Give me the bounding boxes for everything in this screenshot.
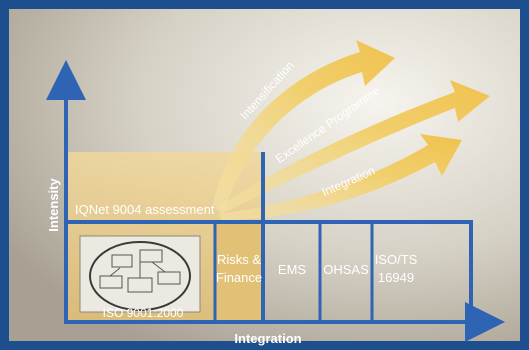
- assessment-label: IQNet 9004 assessment: [75, 202, 215, 217]
- arrow-intensification: [213, 40, 395, 210]
- box-ohsas-label: OHSAS: [323, 262, 369, 277]
- box-risks-line1: Risks &: [217, 252, 261, 267]
- box-isots-line1: ISO/TS: [375, 252, 418, 267]
- iso9001-label: ISO 9001:2000: [103, 306, 184, 320]
- box-ems-label: EMS: [278, 262, 307, 277]
- x-axis-label: Integration: [234, 331, 301, 346]
- standards-frame: [64, 220, 473, 324]
- box-isots-line2: 16949: [378, 270, 414, 285]
- box-risks-line2: Finance: [216, 270, 262, 285]
- y-axis-label: Intensity: [46, 178, 61, 232]
- arrow-excellence-programme: [216, 80, 490, 214]
- risks-finance-fill: [215, 222, 263, 322]
- iso9001-illustration: [79, 235, 201, 313]
- arrow-integration: [218, 134, 462, 220]
